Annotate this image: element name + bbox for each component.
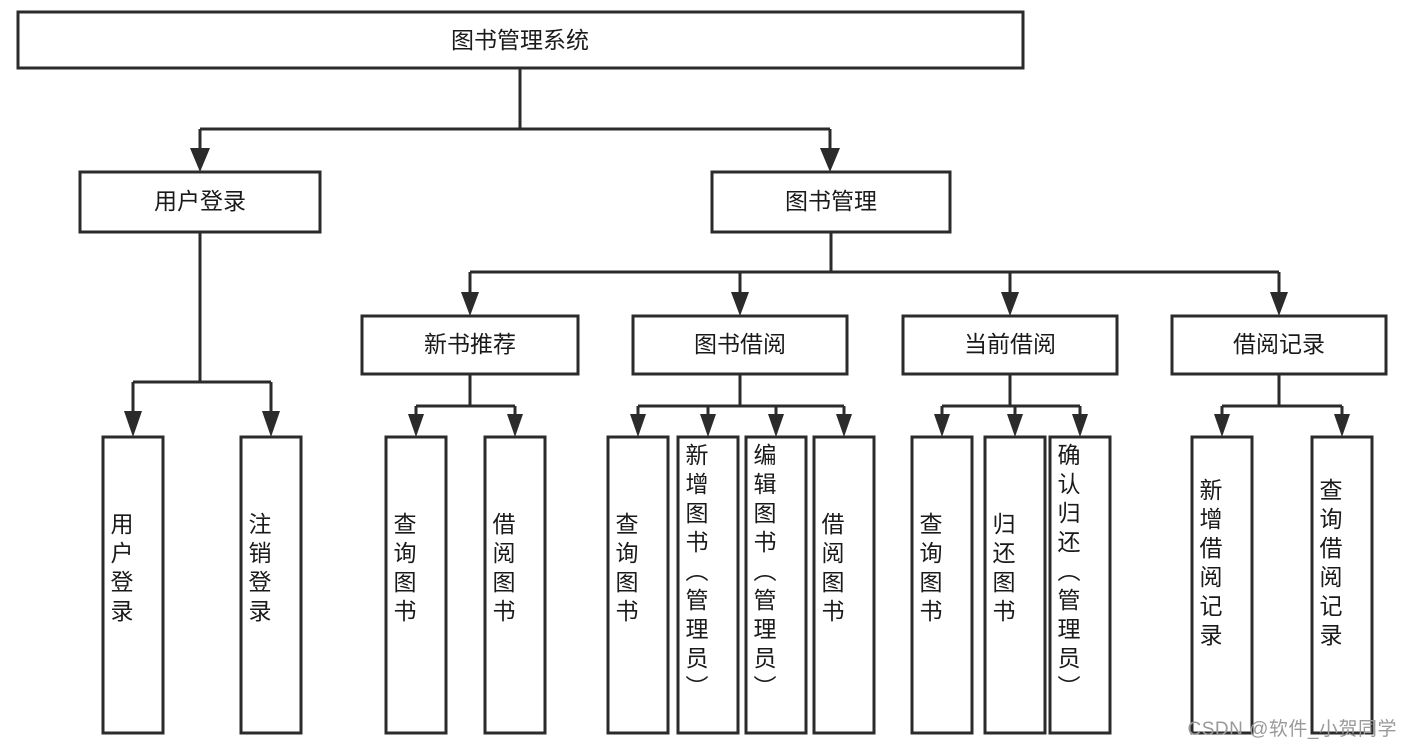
- arrowhead-to-borrow-record: [1270, 292, 1288, 316]
- node-book-mgmt-label: 图书管理: [785, 188, 877, 214]
- leaf-rec-borrow-box[interactable]: [483, 435, 547, 735]
- node-book-borrow-box[interactable]: [631, 314, 849, 376]
- node-root-label: 图书管理系统: [451, 27, 589, 53]
- arrowhead-to-leaf-cb-return: [1007, 414, 1023, 437]
- leaf-cb-return-box[interactable]: [983, 435, 1047, 735]
- node-layer: 图书管理系统 用户登录 图书管理 新书推荐 图书借阅 当前借阅 借阅记录: [16, 10, 1388, 735]
- arrowhead-to-book-mgmt: [820, 148, 840, 172]
- leaf-br-query-box[interactable]: [1310, 435, 1374, 735]
- node-new-book-rec-box[interactable]: [360, 314, 580, 376]
- node-book-mgmt-box[interactable]: [710, 170, 952, 234]
- leaf-br-add-box[interactable]: [1190, 435, 1254, 735]
- arrowhead-to-user-login: [190, 148, 210, 172]
- arrowhead-to-leaf-bb-borrow: [836, 414, 852, 437]
- node-book-borrow-label: 图书借阅: [694, 331, 786, 357]
- arrowhead-to-leaf-cb-confirm: [1072, 414, 1088, 437]
- node-new-book-rec-label: 新书推荐: [424, 331, 516, 357]
- leaf-cb-query-box[interactable]: [910, 435, 974, 735]
- node-user-login-label: 用户登录: [154, 188, 246, 214]
- csdn-watermark: CSDN @软件_小贺同学: [1187, 719, 1397, 740]
- arrowhead-to-leaf-rec-borrow: [507, 414, 523, 437]
- arrowhead-to-book-borrow: [731, 292, 749, 316]
- arrowhead-to-leaf-user-login: [124, 411, 142, 437]
- leaf-bb-add-box[interactable]: [676, 435, 740, 735]
- leaf-bb-borrow-box[interactable]: [812, 435, 876, 735]
- arrowhead-to-leaf-br-query: [1334, 414, 1350, 437]
- node-borrow-record-label: 借阅记录: [1233, 331, 1325, 357]
- arrowhead-to-new-book-rec: [461, 292, 479, 316]
- leaf-user-logout-box[interactable]: [239, 435, 303, 735]
- arrowhead-to-leaf-rec-query: [408, 414, 424, 437]
- node-user-login-box[interactable]: [78, 170, 322, 234]
- leaf-bb-query-box[interactable]: [606, 435, 670, 735]
- node-current-borrow-label: 当前借阅: [964, 331, 1056, 357]
- arrowhead-to-leaf-bb-query: [630, 414, 646, 437]
- node-current-borrow-box[interactable]: [901, 314, 1119, 376]
- arrowhead-to-current-borrow: [1001, 292, 1019, 316]
- arrowhead-to-leaf-br-add: [1214, 414, 1230, 437]
- node-root-box[interactable]: [16, 10, 1025, 70]
- arrowhead-to-leaf-cb-query: [934, 414, 950, 437]
- leaf-user-login-box[interactable]: [101, 435, 165, 735]
- arrowhead-to-leaf-user-logout: [262, 411, 280, 437]
- arrowhead-to-leaf-bb-edit: [768, 414, 784, 437]
- node-borrow-record-box[interactable]: [1170, 314, 1388, 376]
- leaf-cb-confirm-box[interactable]: [1048, 435, 1112, 735]
- leaf-rec-query-box[interactable]: [384, 435, 448, 735]
- arrowhead-to-leaf-bb-add: [700, 414, 716, 437]
- leaf-bb-edit-box[interactable]: [744, 435, 808, 735]
- arrowhead-layer: [124, 148, 1350, 437]
